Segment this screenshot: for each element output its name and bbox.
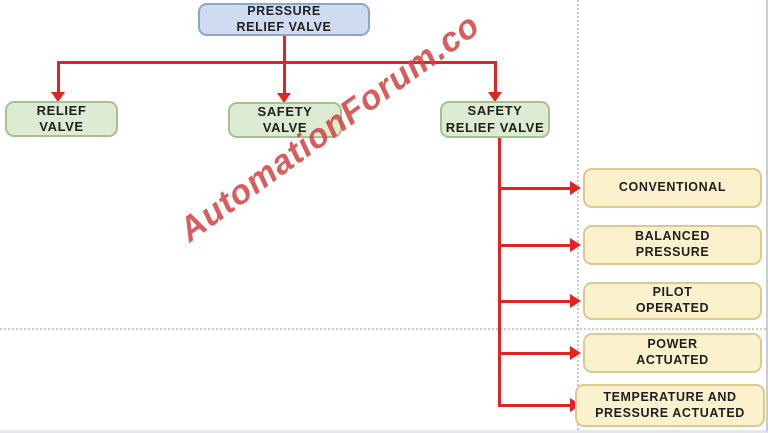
node-conventional: CONVENTIONAL	[583, 168, 762, 208]
connector-drop-safety-relief	[494, 61, 497, 93]
dotted-horizontal-guide	[0, 328, 766, 330]
arrowhead-down-icon	[277, 93, 291, 103]
node-label-line: POWER	[647, 337, 698, 352]
node-power-actuated: POWER ACTUATED	[583, 333, 762, 373]
node-label-line: RELIEF VALVE	[236, 19, 332, 34]
connector-branch-power	[498, 352, 572, 355]
node-safety-valve: SAFETY VALVE	[228, 102, 342, 138]
connector-root-stem	[283, 35, 286, 64]
node-pilot-operated: PILOT OPERATED	[583, 282, 762, 320]
connector-horizontal-bar	[57, 61, 497, 64]
node-label-line: PRESSURE	[635, 245, 710, 259]
connector-drop-relief	[57, 61, 60, 93]
connector-safety-relief-stem	[498, 137, 501, 407]
arrowhead-right-icon	[570, 238, 581, 252]
dotted-vertical-guide	[577, 0, 579, 430]
arrowhead-down-icon	[488, 92, 502, 102]
arrowhead-down-icon	[51, 92, 65, 102]
node-label-line: PRESSURE	[247, 3, 321, 18]
node-safety-relief-valve: SAFETY RELIEF VALVE	[440, 101, 550, 138]
arrowhead-right-icon	[570, 181, 581, 195]
node-label-line: ACTUATED	[636, 353, 709, 367]
node-label-line: SAFETY	[467, 103, 523, 119]
node-label-line: PILOT	[652, 285, 693, 300]
node-label-line: OPERATED	[635, 301, 710, 315]
connector-branch-conventional	[498, 187, 572, 190]
connector-drop-safety	[283, 61, 286, 94]
node-label-line: PRESSURE ACTUATED	[595, 405, 745, 420]
node-label-line: VALVE	[262, 120, 308, 135]
node-label-line: VALVE	[39, 119, 84, 134]
connector-branch-pilot	[498, 300, 572, 303]
node-balanced-pressure: BALANCED PRESSURE	[583, 225, 762, 265]
node-temperature-pressure-actuated: TEMPERATURE AND PRESSURE ACTUATED	[575, 384, 765, 427]
node-label-line: BALANCED	[635, 229, 710, 244]
node-label-line: SAFETY	[257, 103, 313, 119]
node-relief-valve: RELIEF VALVE	[5, 101, 118, 137]
arrowhead-right-icon	[570, 346, 581, 360]
node-label-line: RELIEF VALVE	[445, 119, 545, 135]
connector-branch-balanced	[498, 244, 572, 247]
node-label-line: TEMPERATURE AND	[603, 389, 737, 404]
node-label-line: RELIEF	[36, 102, 87, 118]
arrowhead-right-icon	[570, 294, 581, 308]
node-label-line: CONVENTIONAL	[618, 180, 727, 195]
connector-branch-temp	[498, 404, 572, 407]
node-pressure-relief-valve: PRESSURE RELIEF VALVE	[198, 3, 370, 36]
